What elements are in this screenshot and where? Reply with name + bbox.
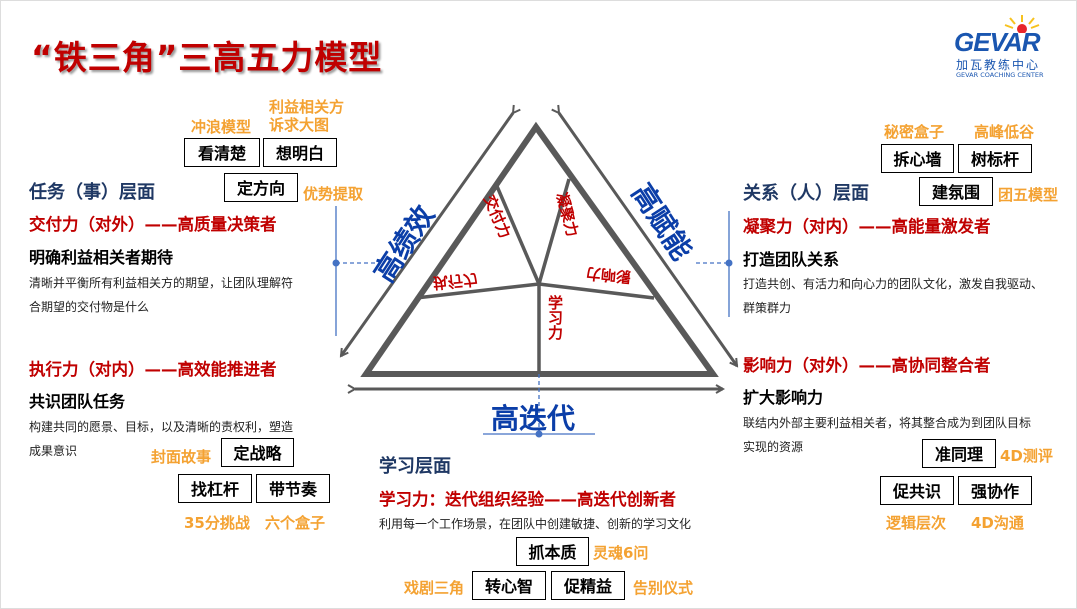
tag-secret-box: 秘密盒子 — [884, 123, 945, 141]
tag-cover-story: 封面故事 — [151, 448, 212, 466]
tag-six-boxes: 六个盒子 — [265, 514, 326, 532]
relation-heading: 关系（人）层面 — [743, 183, 869, 204]
tag-4d-communication: 4D沟通 — [971, 514, 1024, 532]
tool-break-wall[interactable]: 拆心墙 — [881, 144, 954, 173]
cohesion-title: 凝聚力（对内）——高能量激发者 — [743, 217, 991, 236]
cohesion-desc: 打造共创、有活力和向心力的团队文化，激发自我驱动、 — [743, 277, 1044, 291]
tag-surf-model: 冲浪模型 — [191, 118, 252, 136]
tool-grasp-essence[interactable]: 抓本质 — [516, 537, 589, 566]
inner-label-learn: 学习力 — [546, 295, 564, 340]
sun-icon — [1004, 15, 1040, 33]
influence-title: 影响力（对外）——高协同整合者 — [743, 356, 991, 375]
tool-see-clearly[interactable]: 看清楚 — [184, 138, 260, 167]
execute-title: 执行力（对内）——高效能推进者 — [29, 360, 277, 379]
learning-desc: 利用每一个工作场景，在团队中创建敏捷、创新的学习文化 — [379, 517, 692, 531]
tag-demand-map: 诉求大图 — [269, 116, 330, 134]
tag-peak-valley: 高峰低谷 — [974, 123, 1035, 141]
tool-consensus[interactable]: 促共识 — [880, 476, 954, 505]
influence-desc: 联结内外部主要利益相关者，将其整合成为到团队目标 — [743, 416, 1032, 430]
learning-title: 学习力：迭代组织经验——高迭代创新者 — [379, 490, 676, 509]
logo: GEVAR 加瓦教练中心 GEVAR COACHING CENTER — [954, 13, 1064, 79]
influence-sub: 扩大影响力 — [743, 388, 824, 407]
inner-label-execute: 执行力 — [432, 270, 479, 292]
connector-dots — [332, 259, 733, 438]
learning-heading: 学习层面 — [379, 456, 451, 477]
task-heading: 任务（事）层面 — [29, 182, 155, 203]
tag-stakeholder: 利益相关方 — [269, 98, 345, 116]
cohesion-desc-2: 群策群力 — [743, 301, 792, 315]
tool-set-example[interactable]: 树标杆 — [958, 144, 1032, 173]
execute-desc-2: 成果意识 — [29, 444, 78, 458]
cohesion-sub: 打造团队关系 — [743, 250, 840, 269]
logo-brand: GEVAR — [954, 27, 1041, 57]
tool-shift-mindset[interactable]: 转心智 — [472, 571, 546, 600]
tag-logic-levels: 逻辑层次 — [886, 514, 947, 532]
tool-build-atmosphere[interactable]: 建氛围 — [919, 177, 993, 206]
deliver-title: 交付力（对外）——高质量决策者 — [29, 215, 277, 234]
inner-label-influence: 影响力 — [585, 264, 632, 286]
logo-cn: 加瓦教练中心 — [956, 58, 1041, 72]
tag-farewell-ritual: 告别仪式 — [633, 579, 694, 597]
tag-drama-triangle: 戏剧三角 — [404, 579, 465, 597]
tool-think-through[interactable]: 想明白 — [263, 138, 337, 167]
tag-strength: 优势提取 — [303, 185, 364, 203]
tag-team-five: 团五模型 — [998, 186, 1059, 204]
logo-en: GEVAR COACHING CENTER — [956, 71, 1044, 79]
tag-4d-assessment: 4D测评 — [1000, 447, 1053, 465]
triangle-dividers — [415, 178, 655, 374]
tool-collaboration[interactable]: 强协作 — [958, 476, 1032, 505]
deliver-desc-2: 合期望的交付物是什么 — [29, 300, 150, 314]
deliver-sub: 明确利益相关者期待 — [29, 248, 174, 267]
tool-set-rhythm[interactable]: 带节奏 — [256, 474, 330, 503]
page-title: “铁三角”三高五力模型 — [31, 38, 383, 77]
tool-set-direction[interactable]: 定方向 — [224, 173, 298, 202]
execute-desc: 构建共同的愿景、目标，以及清晰的责权利，塑造 — [29, 420, 294, 434]
tag-soul-questions: 灵魂6问 — [593, 544, 649, 562]
deliver-desc: 清晰并平衡所有利益相关方的期望，让团队理解符 — [29, 276, 294, 290]
tag-35-challenge: 35分挑战 — [184, 514, 250, 532]
tool-promote-lean[interactable]: 促精益 — [551, 571, 625, 600]
influence-desc-2: 实现的资源 — [743, 440, 804, 454]
side-label-high-iteration: 高迭代 — [491, 402, 576, 435]
tool-find-leverage[interactable]: 找杠杆 — [178, 474, 252, 503]
execute-sub: 共识团队任务 — [29, 392, 126, 411]
tool-set-strategy[interactable]: 定战略 — [221, 438, 294, 467]
tool-empathy[interactable]: 准同理 — [922, 439, 996, 468]
